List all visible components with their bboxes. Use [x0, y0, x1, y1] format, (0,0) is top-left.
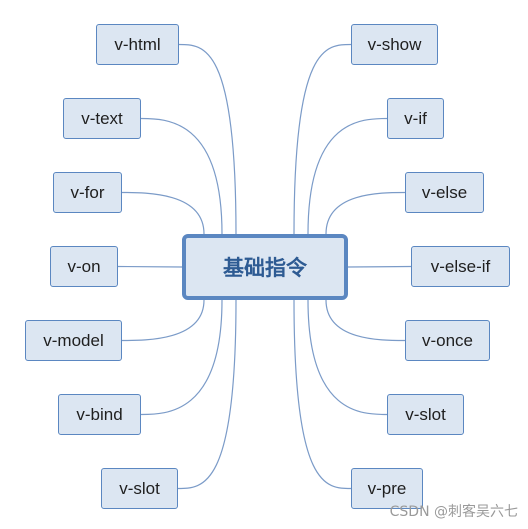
- node-v-model[interactable]: v-model: [25, 320, 122, 361]
- connector-left-1: [140, 117, 223, 235]
- connector-right-4: [325, 299, 406, 342]
- node-v-slot-right[interactable]: v-slot: [387, 394, 464, 435]
- watermark: CSDN @刺客吴六七: [389, 504, 518, 520]
- connector-left-6: [177, 299, 237, 490]
- connector-right-6: [293, 299, 352, 490]
- node-v-once[interactable]: v-once: [405, 320, 490, 361]
- connector-right-3: [347, 265, 412, 268]
- connector-right-2: [325, 191, 406, 235]
- node-v-text[interactable]: v-text: [63, 98, 141, 139]
- node-v-bind[interactable]: v-bind: [58, 394, 141, 435]
- node-v-slot-left[interactable]: v-slot: [101, 468, 178, 509]
- node-v-if[interactable]: v-if: [387, 98, 444, 139]
- node-v-on[interactable]: v-on: [50, 246, 118, 287]
- connector-left-5: [140, 299, 223, 416]
- connector-right-5: [307, 299, 388, 416]
- connector-left-0: [178, 43, 237, 235]
- node-v-else[interactable]: v-else: [405, 172, 484, 213]
- node-v-else-if[interactable]: v-else-if: [411, 246, 510, 287]
- connector-right-0: [293, 43, 352, 235]
- node-v-html[interactable]: v-html: [96, 24, 179, 65]
- central-topic[interactable]: 基础指令: [182, 234, 348, 300]
- node-v-show[interactable]: v-show: [351, 24, 438, 65]
- connector-left-3: [117, 265, 183, 268]
- connector-left-2: [121, 191, 205, 235]
- node-v-for[interactable]: v-for: [53, 172, 122, 213]
- node-v-pre[interactable]: v-pre: [351, 468, 423, 509]
- connector-right-1: [307, 117, 388, 235]
- connector-left-4: [121, 299, 205, 342]
